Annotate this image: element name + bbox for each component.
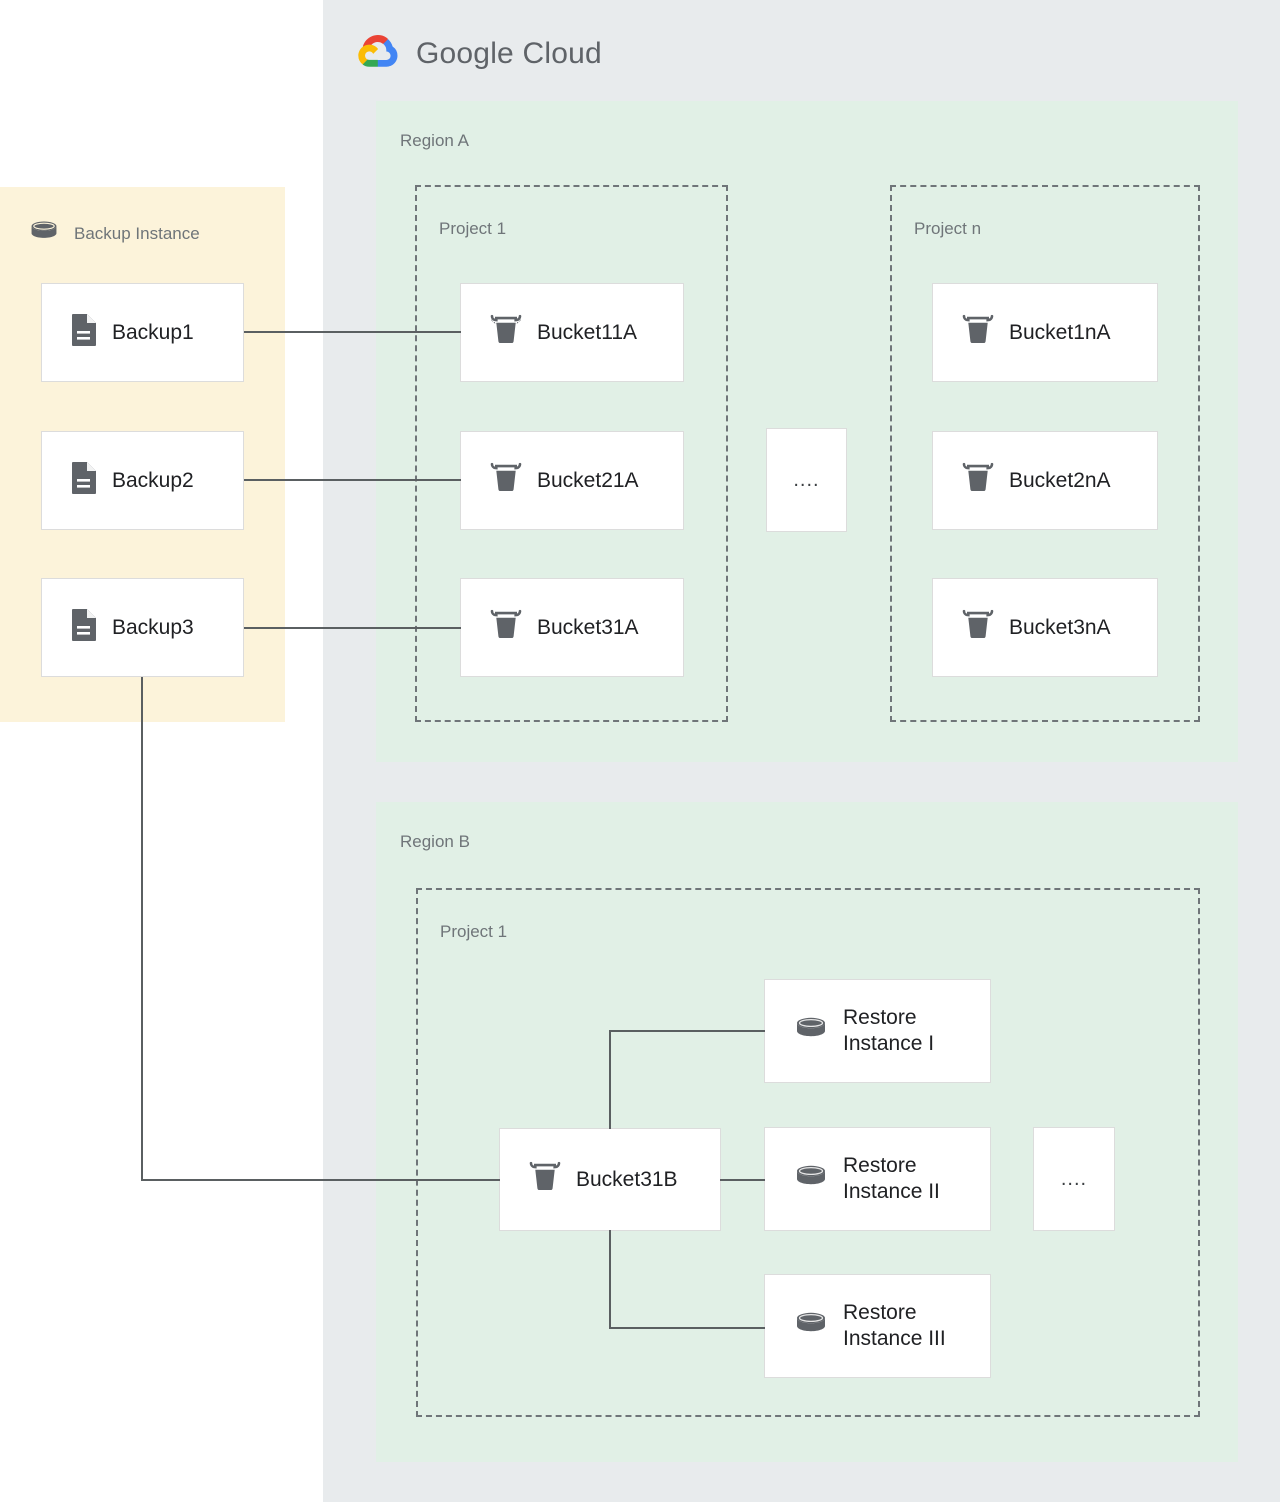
bucket-3na-node[interactable]: Bucket3nA	[932, 578, 1158, 677]
bucket-3na-label: Bucket3nA	[1009, 615, 1111, 639]
bucket-11a-label: Bucket11A	[537, 320, 638, 344]
region-a-ellipsis-label: ....	[793, 468, 820, 491]
restore-instance-1-node[interactable]: Restore Instance I	[764, 979, 991, 1083]
bucket-31b-label: Bucket31B	[576, 1167, 678, 1191]
bucket-icon	[489, 609, 523, 646]
bucket-21a-label: Bucket21A	[537, 468, 639, 492]
google-cloud-logo-icon	[356, 30, 402, 77]
backup-1-node[interactable]: Backup1	[41, 283, 244, 382]
region-a-label: Region A	[400, 131, 469, 150]
document-icon	[70, 313, 98, 352]
connector-bucket31b-restore1-vertical	[609, 1030, 611, 1129]
bucket-icon	[961, 609, 995, 646]
bucket-icon	[489, 462, 523, 499]
backup-2-label: Backup2	[112, 468, 194, 492]
connector-backup2-bucket21a	[244, 479, 461, 481]
bucket-icon	[489, 314, 523, 351]
bucket-31a-label: Bucket31A	[537, 615, 639, 639]
bucket-31b-node[interactable]: Bucket31B	[499, 1128, 721, 1231]
project-n-region-a-label: Project n	[914, 219, 982, 238]
database-cylinder-icon	[793, 1309, 829, 1344]
database-cylinder-icon	[793, 1162, 829, 1197]
connector-bucket31b-restore3-horizontal	[609, 1327, 765, 1329]
database-cylinder-icon	[793, 1014, 829, 1049]
brand-google: Google	[416, 36, 514, 70]
bucket-icon	[961, 462, 995, 499]
connector-backup3-bucket31b-vertical	[141, 677, 143, 1181]
connector-bucket31b-restore3-vertical	[609, 1230, 611, 1329]
region-a-ellipsis-box: ....	[766, 428, 847, 532]
bucket-2na-label: Bucket2nA	[1009, 468, 1111, 492]
restore-instance-1-label: Restore Instance I	[843, 1006, 935, 1055]
restore-instance-2-label: Restore Instance II	[843, 1154, 940, 1203]
connector-bucket31b-restore1-horizontal	[609, 1030, 765, 1032]
database-cylinder-icon	[28, 218, 60, 250]
bucket-31a-node[interactable]: Bucket31A	[460, 578, 684, 677]
connector-backup1-bucket11a	[244, 331, 461, 333]
region-b-ellipsis-box: ....	[1033, 1127, 1115, 1231]
region-b-ellipsis-label: ....	[1060, 1167, 1088, 1190]
backup-instance-header: Backup Instance	[28, 218, 200, 250]
restore-instance-3-label: Restore Instance III	[843, 1301, 946, 1350]
brand-cloud: Cloud	[522, 36, 602, 70]
backup-2-node[interactable]: Backup2	[41, 431, 244, 530]
bucket-21a-node[interactable]: Bucket21A	[460, 431, 684, 530]
project-1-region-b-label: Project 1	[440, 922, 508, 941]
region-b-label: Region B	[400, 832, 470, 851]
backup-instance-title: Backup Instance	[74, 224, 200, 243]
connector-backup3-bucket31b-horizontal	[141, 1179, 500, 1181]
restore-instance-3-node[interactable]: Restore Instance III	[764, 1274, 991, 1378]
google-cloud-branding: Google Cloud	[356, 30, 602, 77]
connector-bucket31b-restore2	[720, 1179, 765, 1181]
bucket-1na-label: Bucket1nA	[1009, 320, 1111, 344]
bucket-11a-node[interactable]: Bucket11A	[460, 283, 684, 382]
bucket-1na-node[interactable]: Bucket1nA	[932, 283, 1158, 382]
restore-instance-2-node[interactable]: Restore Instance II	[764, 1127, 991, 1231]
backup-3-label: Backup3	[112, 615, 194, 639]
project-n-region-a-box: Project n	[890, 185, 1200, 722]
document-icon	[70, 608, 98, 647]
bucket-icon	[961, 314, 995, 351]
document-icon	[70, 461, 98, 500]
project-1-region-a-label: Project 1	[439, 219, 507, 238]
connector-backup3-bucket31a	[244, 627, 461, 629]
project-1-region-a-box: Project 1	[415, 185, 728, 722]
bucket-icon	[528, 1161, 562, 1198]
backup-1-label: Backup1	[112, 320, 194, 344]
google-cloud-wordmark: Google Cloud	[416, 37, 602, 71]
bucket-2na-node[interactable]: Bucket2nA	[932, 431, 1158, 530]
project-1-region-b-box: Project 1	[416, 888, 1200, 1417]
backup-3-node[interactable]: Backup3	[41, 578, 244, 677]
